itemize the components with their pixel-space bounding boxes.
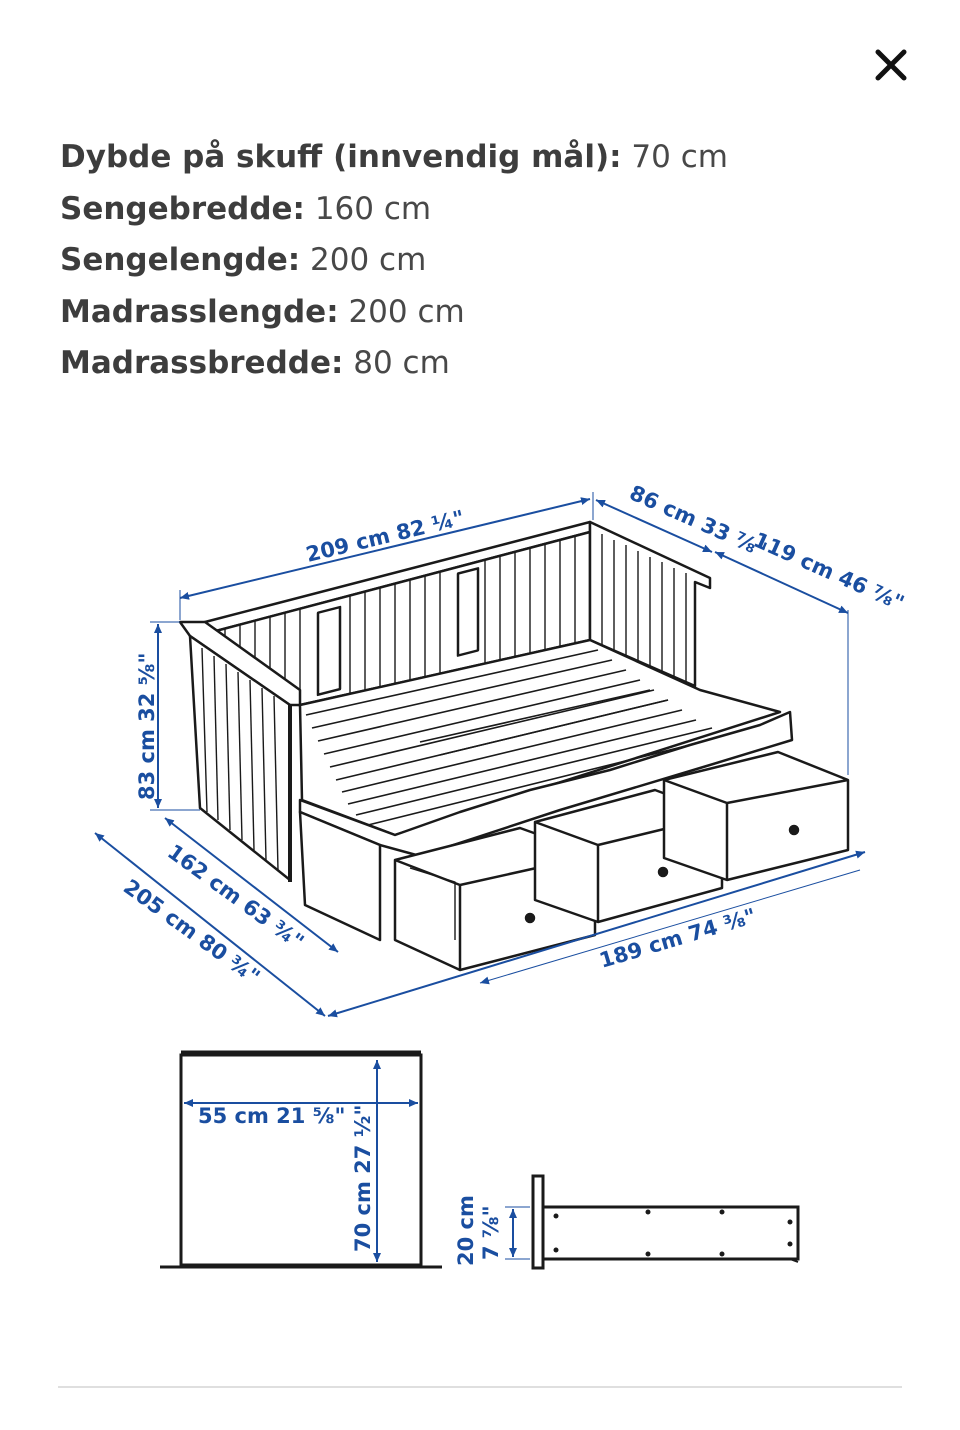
dim-drawer-width: 55 cm 21 ⅝" <box>198 1104 345 1128</box>
spec-label: Dybde på skuff (innvendig mål): <box>60 139 622 175</box>
divider <box>58 1386 902 1388</box>
spec-row: Madrassbredde: 80 cm <box>60 338 728 390</box>
spec-list: Dybde på skuff (innvendig mål): 70 cm Se… <box>60 132 728 390</box>
spec-value: 200 cm <box>348 293 465 330</box>
dim-drawer-depth: 70 cm 27 ½" <box>351 1105 375 1252</box>
daybed-illustration <box>178 520 850 972</box>
dim-drawer-height-cm: 20 cm <box>454 1195 478 1266</box>
dim-length-top: 209 cm 82 ¼" <box>304 506 467 567</box>
dim-drawer-height-in: 7 ⅞" <box>479 1205 503 1260</box>
drawer-side-view: 20 cm 7 ⅞" <box>454 1174 800 1270</box>
spec-row: Dybde på skuff (innvendig mål): 70 cm <box>60 132 728 184</box>
spec-label: Madrasslengde: <box>60 293 339 330</box>
close-icon[interactable] <box>866 40 916 90</box>
spec-row: Sengebredde: 160 cm <box>60 184 728 236</box>
spec-label: Madrassbredde: <box>60 345 344 381</box>
spec-row: Madrasslengde: 200 cm <box>60 287 728 339</box>
spec-row: Sengelengde: 200 cm <box>60 235 728 287</box>
spec-value: 80 cm <box>353 345 450 381</box>
dimension-lines <box>94 492 866 1018</box>
spec-label: Sengelengde: <box>60 242 301 278</box>
dim-depth-right: 119 cm 46 ⅞" <box>750 528 908 616</box>
dim-height: 83 cm 32 ⅝" <box>135 653 159 800</box>
bed-dimension-diagram: 209 cm 82 ¼" 86 cm 33 ⅞" 119 cm 46 ⅞" 83… <box>94 481 908 1270</box>
spec-value: 160 cm <box>314 190 432 227</box>
spec-value: 200 cm <box>310 242 427 278</box>
spec-value: 70 cm <box>631 139 728 175</box>
spec-label: Sengebredde: <box>60 190 305 227</box>
drawer-top-view: 55 cm 21 ⅝" 70 cm 27 ½" <box>160 1050 442 1269</box>
